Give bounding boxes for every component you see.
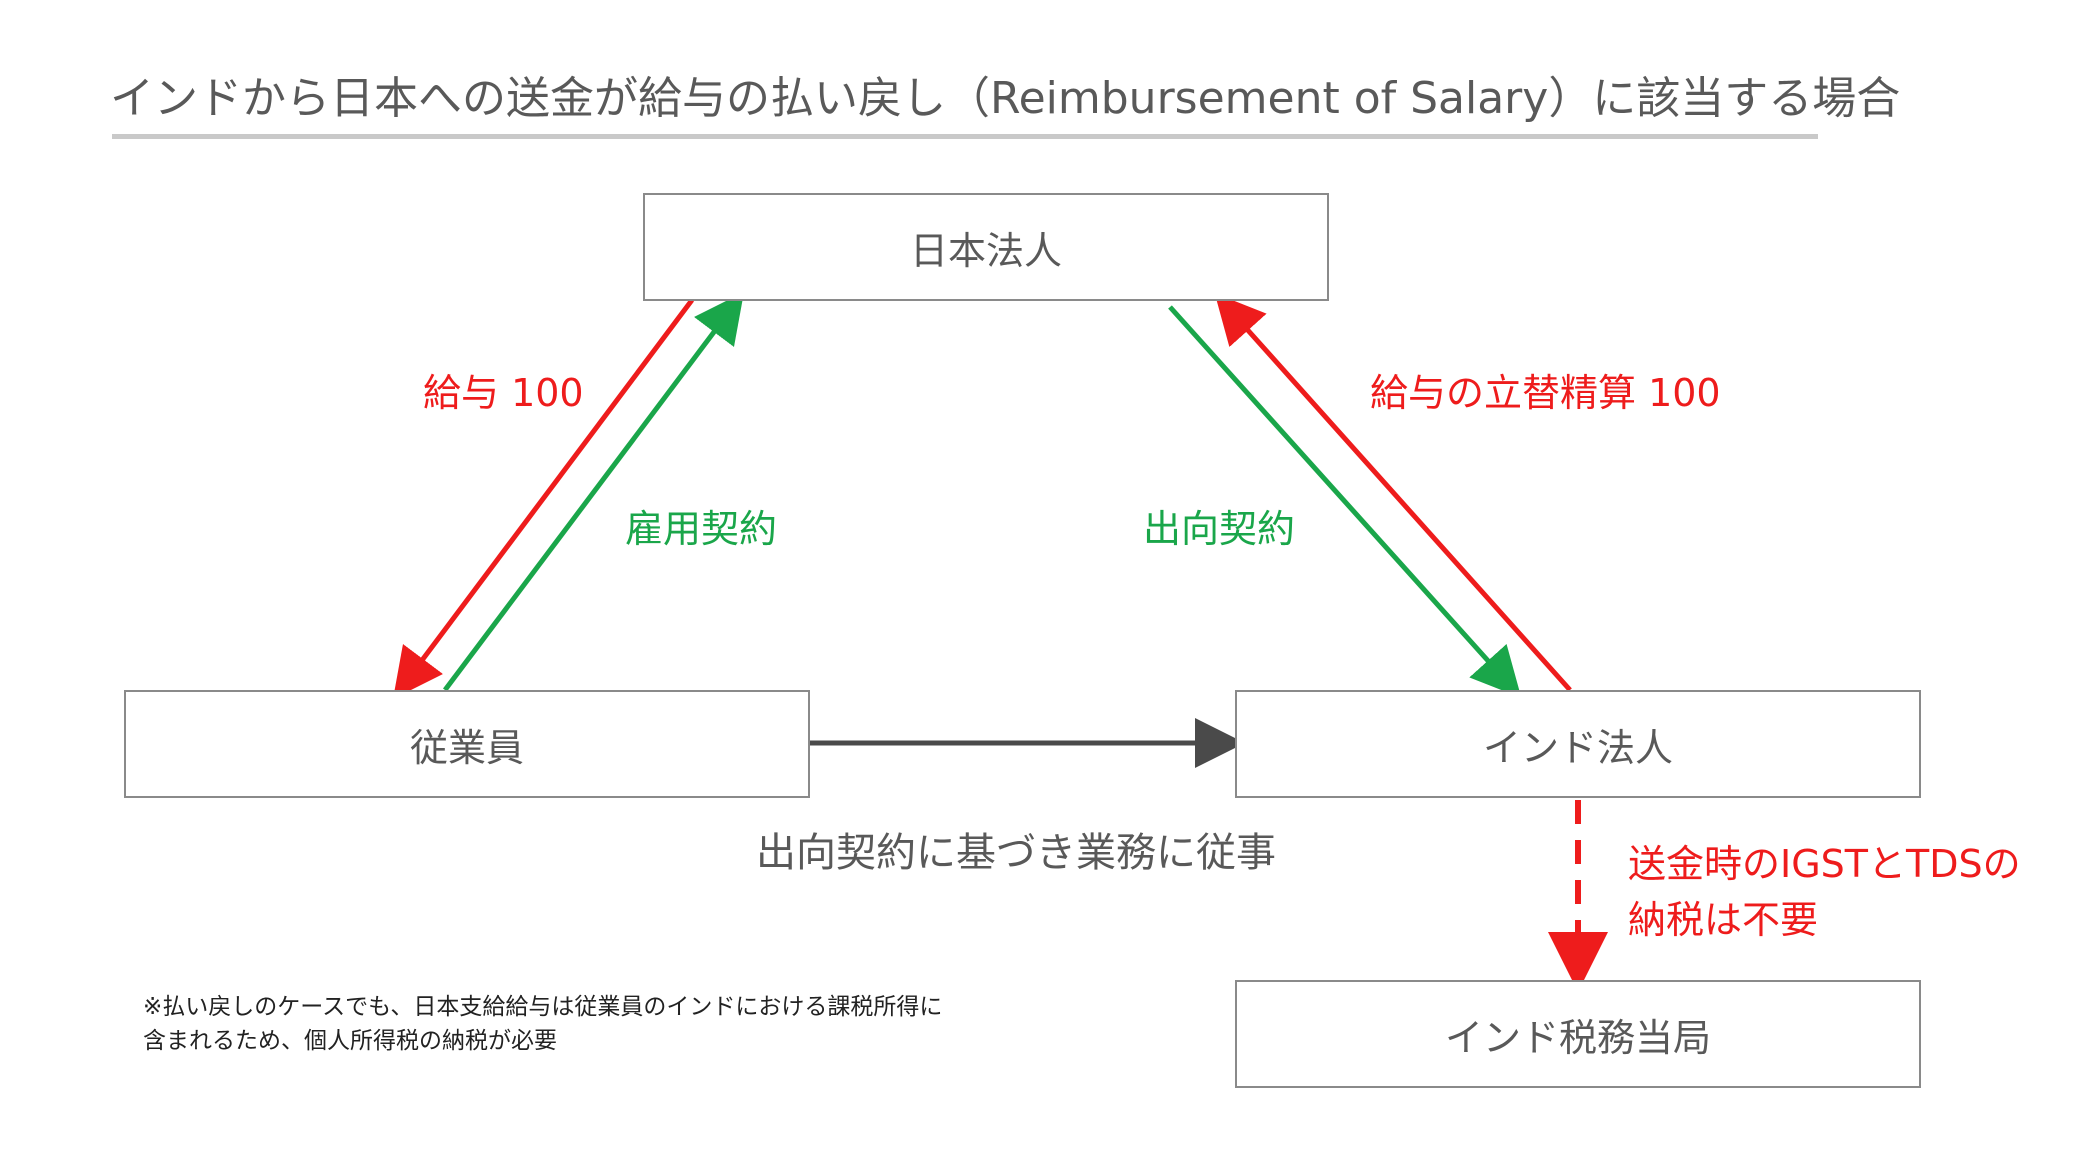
arrow-salary xyxy=(393,298,695,700)
page-title: インドから日本への送金が給与の払い戻し（Reimbursement of Sal… xyxy=(110,73,1901,124)
footnote-line1: ※払い戻しのケースでも、日本支給給与は従業員のインドにおける課税所得に xyxy=(143,994,943,1020)
node-employee: 従業員 xyxy=(124,690,810,798)
arrow-salary-reimbursement xyxy=(1214,293,1572,692)
label-tax-not-required: 送金時のIGSTとTDSの 納税は不要 xyxy=(1628,836,2021,948)
label-tax-not-required-line1: 送金時のIGSTとTDSの xyxy=(1628,842,2021,886)
label-secondment-contract: 出向契約 xyxy=(1143,507,1296,551)
node-india-tax-authority: インド税務当局 xyxy=(1235,980,1921,1088)
arrow-secondment-contract xyxy=(1168,305,1522,698)
footnote: ※払い戻しのケースでも、日本支給給与は従業員のインドにおける課税所得に 含まれる… xyxy=(143,990,942,1058)
label-salary-reimbursement: 給与の立替精算 100 xyxy=(1370,371,1721,415)
title-underline xyxy=(112,134,1818,139)
node-japan-corp: 日本法人 xyxy=(643,193,1329,301)
arrow-employment-contract xyxy=(443,292,745,692)
label-salary: 給与 100 xyxy=(423,371,584,415)
label-work-under-secondment: 出向契約に基づき業務に従事 xyxy=(756,830,1276,876)
label-tax-not-required-line2: 納税は不要 xyxy=(1628,898,1819,942)
label-employment-contract: 雇用契約 xyxy=(625,507,778,551)
node-india-corp: インド法人 xyxy=(1235,690,1921,798)
footnote-line2: 含まれるため、個人所得税の納税が必要 xyxy=(143,1028,557,1054)
